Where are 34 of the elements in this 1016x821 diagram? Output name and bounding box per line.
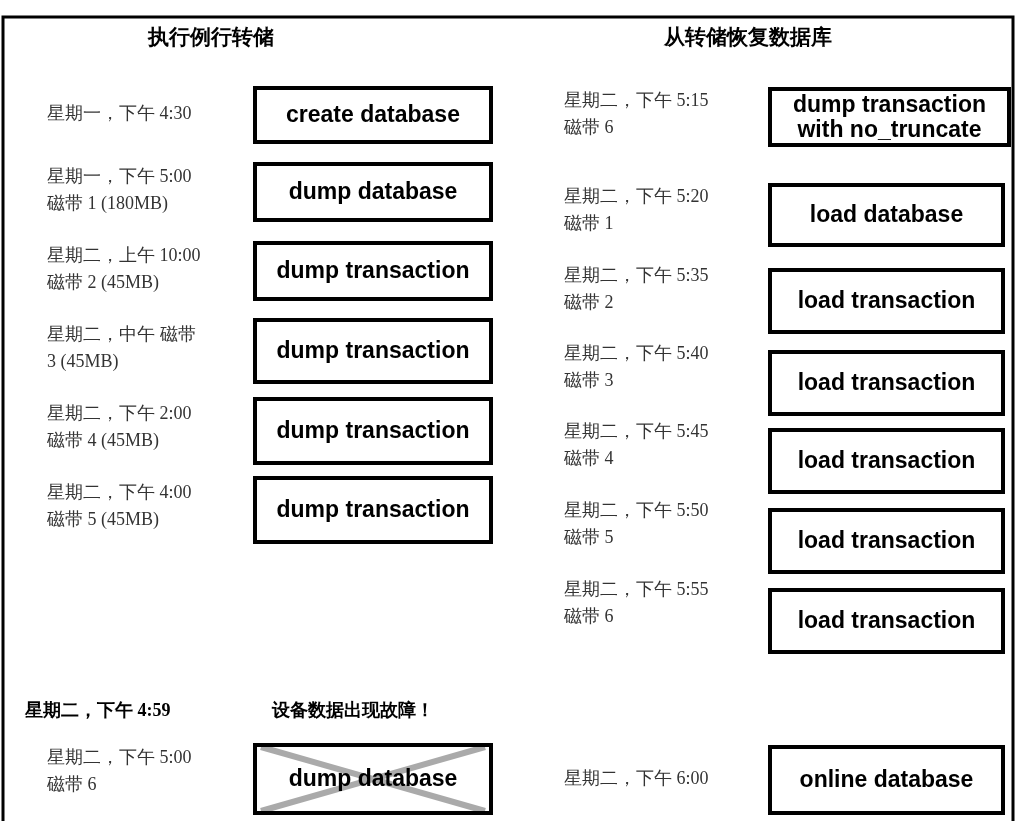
time-note: 星期二，下午 5:00 磁带 6	[47, 746, 193, 796]
process-box: dump database	[253, 162, 493, 222]
process-box: load transaction	[768, 428, 1005, 494]
process-box: dump transaction	[253, 397, 493, 465]
process-box: dump transaction with no_truncate	[768, 87, 1011, 147]
process-box: create database	[253, 86, 493, 144]
process-box: load transaction	[768, 588, 1005, 654]
process-box: load transaction	[768, 508, 1005, 574]
time-note: 星期二，下午 6:00	[564, 767, 710, 790]
column-heading: 执行例行转储	[148, 24, 274, 51]
time-note: 星期二，中午 磁带 3 (45MB)	[47, 323, 197, 373]
time-note: 星期二，下午 5:55 磁带 6	[564, 578, 710, 628]
process-box: dump transaction	[253, 241, 493, 301]
process-box: online database	[768, 745, 1005, 815]
time-note: 星期二，下午 5:20 磁带 1	[564, 185, 710, 235]
time-note: 星期二，下午 5:35 磁带 2	[564, 264, 710, 314]
time-note: 星期二，下午 5:15 磁带 6	[564, 89, 710, 139]
column-heading: 从转储恢复数据库	[664, 24, 832, 51]
failure-note: 设备数据出现故障！	[272, 698, 434, 722]
time-note: 星期一，下午 5:00 磁带 1 (180MB)	[47, 165, 193, 215]
process-box: dump transaction	[253, 318, 493, 384]
failure-time: 星期二，下午 4:59	[25, 699, 171, 722]
time-note: 星期二，上午 10:00 磁带 2 (45MB)	[47, 244, 202, 294]
time-note: 星期二，下午 5:50 磁带 5	[564, 499, 710, 549]
time-note: 星期二，下午 2:00 磁带 4 (45MB)	[47, 402, 193, 452]
process-box: load transaction	[768, 350, 1005, 416]
time-note: 星期二，下午 4:00 磁带 5 (45MB)	[47, 481, 193, 531]
time-note: 星期一，下午 4:30	[47, 102, 193, 125]
process-box: load transaction	[768, 268, 1005, 334]
time-note: 星期二，下午 5:45 磁带 4	[564, 420, 710, 470]
time-note: 星期二，下午 5:40 磁带 3	[564, 342, 710, 392]
process-box: dump database	[253, 743, 493, 815]
process-box: dump transaction	[253, 476, 493, 544]
process-box: load database	[768, 183, 1005, 247]
